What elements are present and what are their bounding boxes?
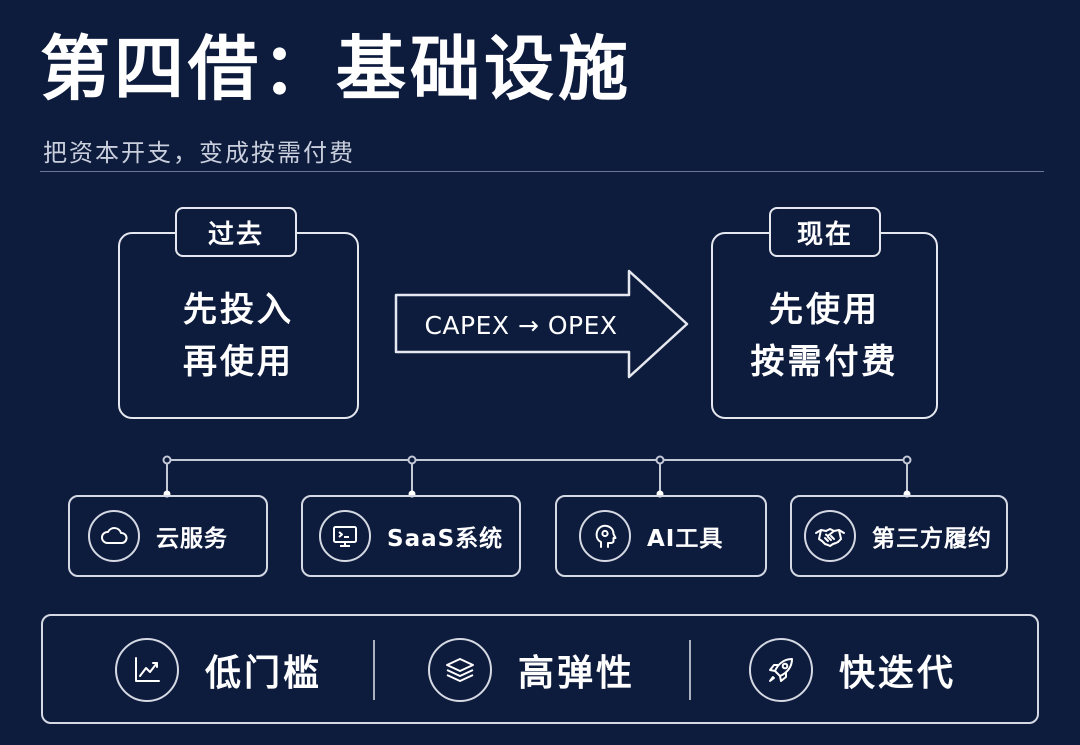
past-line-1: 先投入	[183, 290, 294, 330]
benefit-label: 快迭代	[839, 653, 957, 694]
benefit-label: 低门槛	[205, 653, 323, 694]
benefit-low-barrier: 低门槛	[115, 638, 322, 702]
cloud-icon	[88, 510, 140, 562]
benefit-label: 高弹性	[518, 653, 636, 694]
past-line-2: 再使用	[183, 342, 294, 382]
past-content: 先投入 再使用	[120, 284, 357, 388]
present-line-1: 先使用	[769, 290, 880, 330]
handshake-icon	[804, 510, 856, 562]
ai-head-icon	[579, 510, 631, 562]
benefits-bar: 低门槛 高弹性 快迭代	[41, 614, 1039, 724]
benefit-divider	[373, 640, 375, 700]
service-card-ai: AI工具	[555, 495, 767, 577]
present-box: 先使用 按需付费	[711, 232, 938, 419]
transition-arrow	[394, 269, 689, 379]
service-label: 云服务	[156, 526, 228, 552]
capex-opex-label: CAPEX → OPEX	[424, 310, 618, 340]
benefit-divider	[689, 640, 691, 700]
service-label: 第三方履约	[872, 526, 992, 552]
service-card-fulfillment: 第三方履约	[790, 495, 1008, 577]
past-box: 先投入 再使用	[118, 232, 359, 419]
layers-icon	[428, 638, 492, 702]
benefit-fast-iteration: 快迭代	[749, 638, 956, 702]
service-card-saas: SaaS系统	[301, 495, 521, 577]
present-tag: 现在	[769, 207, 881, 257]
present-content: 先使用 按需付费	[713, 284, 936, 388]
page-subtitle: 把资本开支，变成按需付费	[43, 139, 355, 167]
service-label: SaaS系统	[387, 526, 504, 552]
title-divider	[40, 171, 1044, 172]
past-tag: 过去	[175, 207, 297, 257]
page-title: 第四借：基础设施	[40, 28, 632, 110]
present-line-2: 按需付费	[750, 342, 899, 382]
service-card-cloud: 云服务	[68, 495, 268, 577]
monitor-icon	[319, 510, 371, 562]
line-chart-icon	[115, 638, 179, 702]
rocket-icon	[749, 638, 813, 702]
benefit-high-elasticity: 高弹性	[428, 638, 635, 702]
service-label: AI工具	[647, 526, 724, 552]
